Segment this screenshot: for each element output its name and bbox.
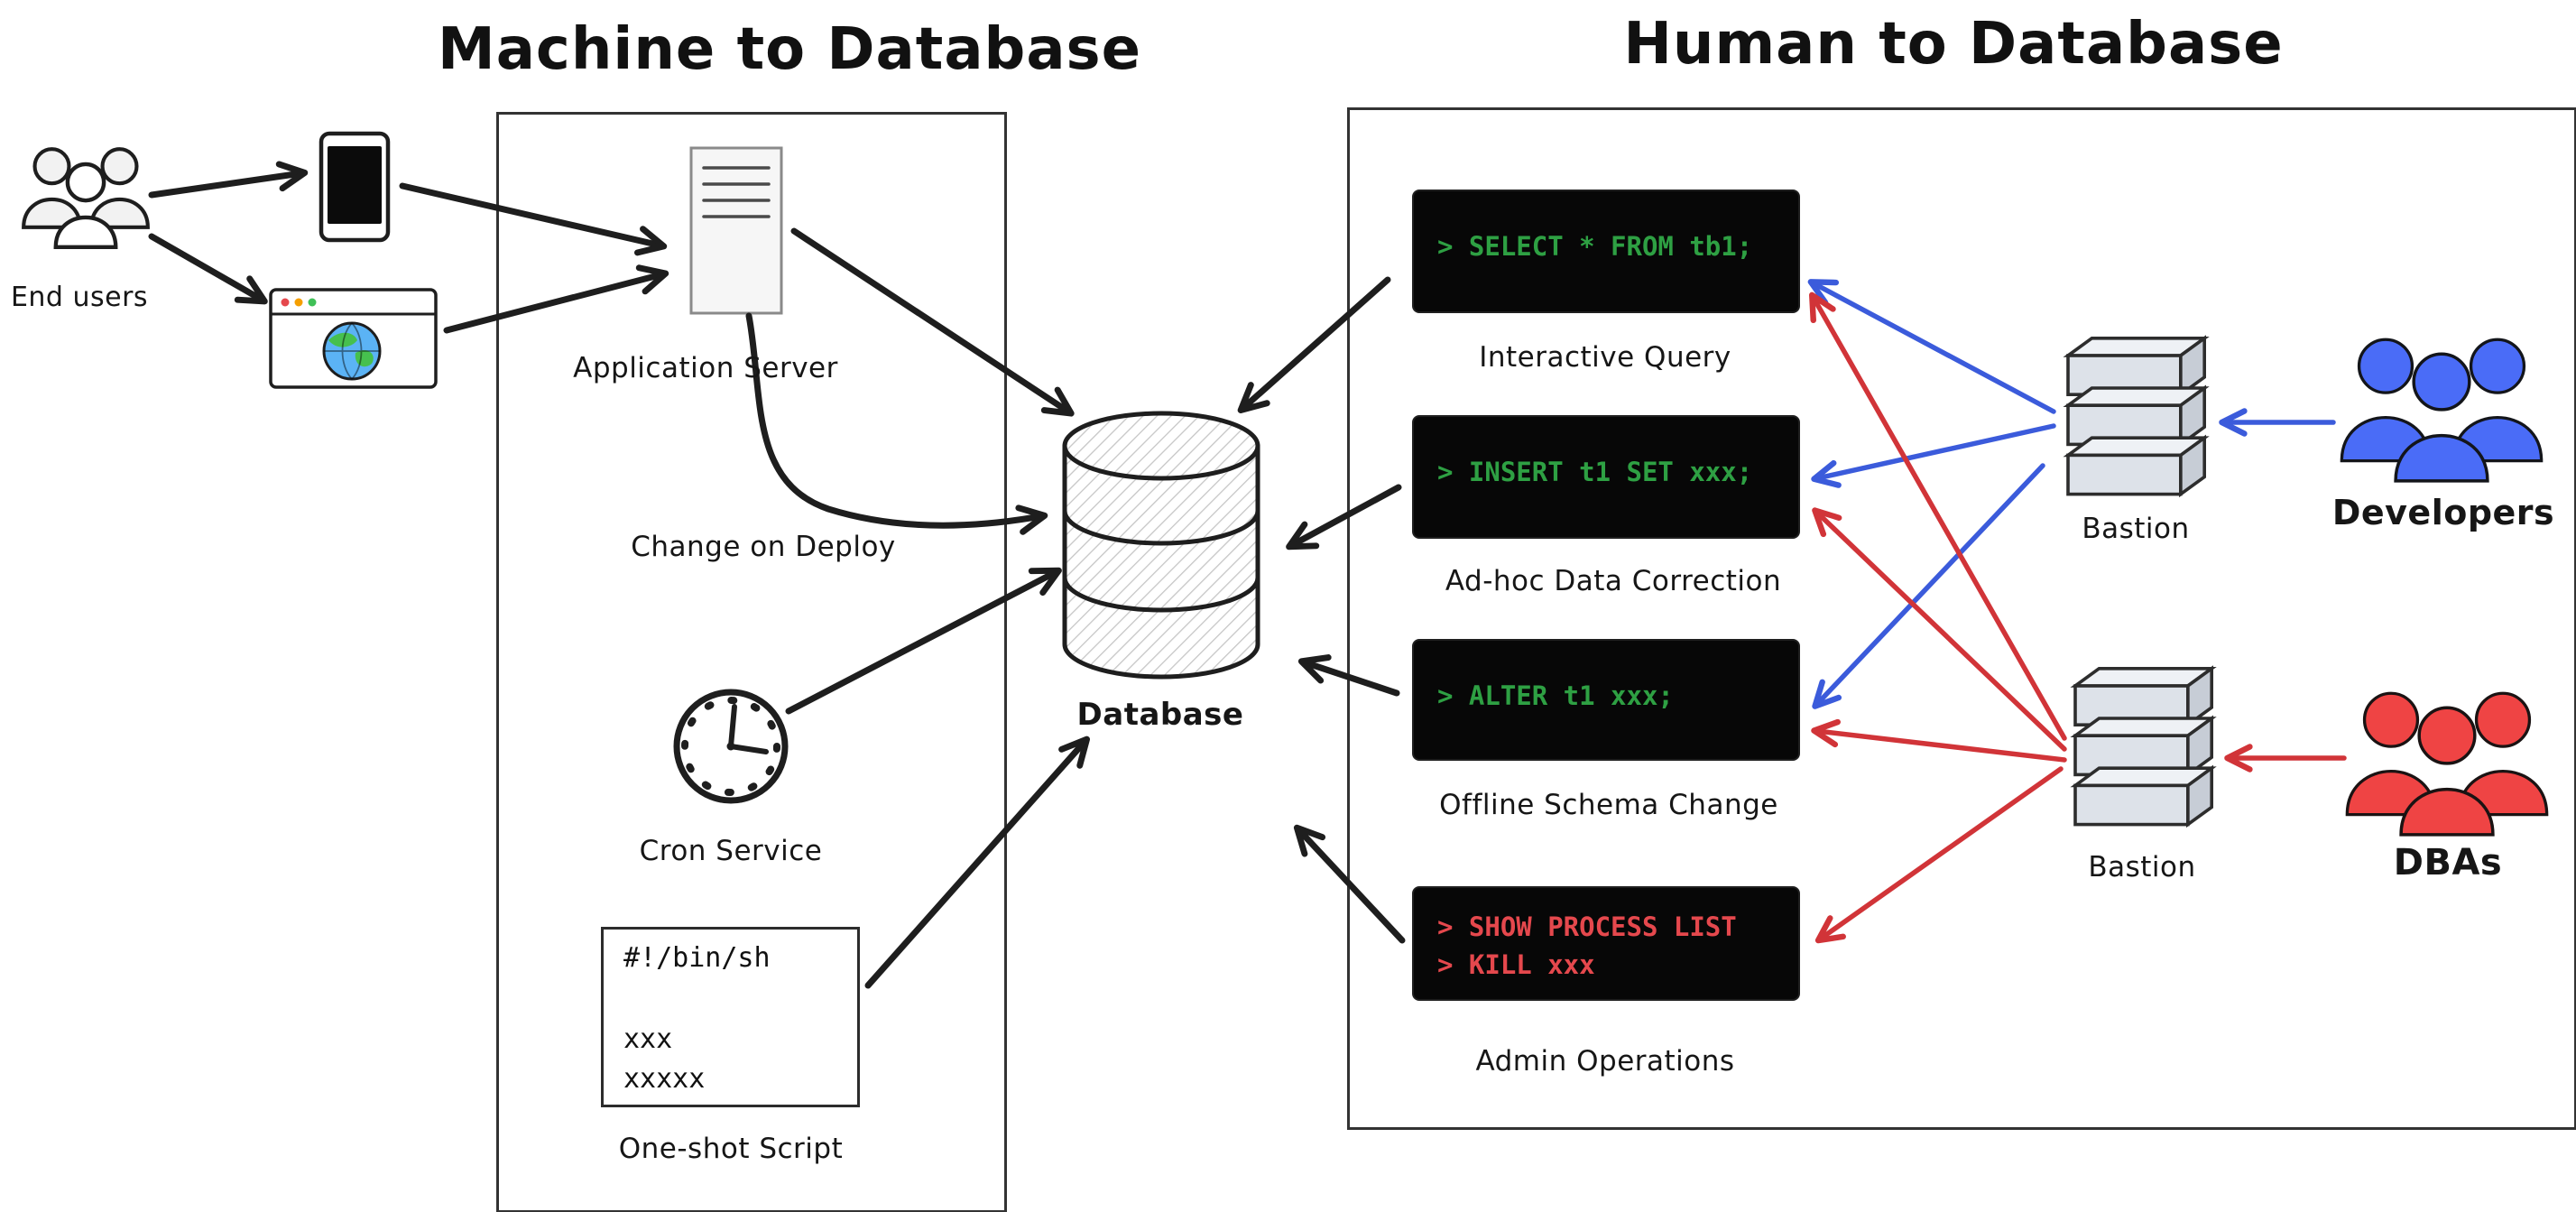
terminal-command: > SELECT * FROM tb1;: [1437, 231, 1753, 262]
server-unit: [2070, 764, 2217, 828]
arrow-appserver-to-database: [790, 227, 1075, 417]
terminal-command: > KILL xxx: [1437, 949, 1595, 980]
arrow-bastion-to-adhoc-blue: [1811, 423, 2056, 488]
server-unit: [2063, 384, 2210, 448]
clock-minute-hand: [728, 704, 737, 749]
arrow-bastion-to-admin-ops-red: [1814, 766, 2064, 944]
database-top: [1062, 411, 1260, 481]
dbas-label: DBAs: [2393, 842, 2503, 884]
arrow-bastion-to-schema-change-red: [1811, 718, 2067, 763]
arrow-schema-change-to-database: [1297, 654, 1400, 697]
cron-service-label: Cron Service: [639, 835, 823, 867]
terminal-command: > SHOW PROCESS LIST: [1437, 911, 1737, 942]
terminal-command: > INSERT t1 SET xxx;: [1437, 457, 1753, 487]
arrow-change-on-deploy-to-database: [745, 312, 1048, 535]
application-server-label: Application Server: [573, 352, 838, 384]
end-users-label: End users: [10, 282, 149, 313]
clock-center: [726, 742, 735, 751]
application-server-icon: [689, 146, 783, 315]
arrow-cron-to-database: [785, 567, 1062, 715]
arrow-admin-ops-to-database: [1293, 824, 1406, 944]
terminal-interactive-query: > SELECT * FROM tb1;: [1412, 190, 1800, 313]
one-shot-script-label: One-shot Script: [618, 1133, 844, 1165]
server-unit: [2070, 665, 2217, 728]
clock-icon: [673, 689, 789, 804]
terminal-offline-schema-change: > ALTER t1 xxx;: [1412, 639, 1800, 761]
dbas-icon: [2345, 691, 2549, 837]
script-line: xxx: [623, 1023, 673, 1055]
machine-group-frame: [496, 112, 1007, 1212]
change-on-deploy-label: Change on Deploy: [631, 531, 896, 563]
server-unit: [2070, 715, 2217, 778]
arrow-bastion-to-interactive-query-red: [1809, 291, 2067, 741]
developers-icon: [2340, 338, 2544, 483]
database-label: Database: [1076, 697, 1244, 733]
offline-schema-change-label: Offline Schema Change: [1439, 789, 1778, 821]
interactive-query-label: Interactive Query: [1479, 341, 1731, 374]
database-body: [1062, 443, 1260, 680]
arrow-bastion-to-schema-change-blue: [1812, 463, 2045, 709]
developers-label: Developers: [2331, 493, 2555, 532]
terminal-admin-operations: > SHOW PROCESS LIST > KILL xxx: [1412, 886, 1800, 1001]
terminal-adhoc-data-correction: > INSERT t1 SET xxx;: [1412, 415, 1800, 539]
arrow-script-to-database: [864, 736, 1091, 989]
bastion-top-icon: [2063, 335, 2210, 498]
human-title: Human to Database: [1623, 11, 2284, 78]
server-unit: [2063, 335, 2210, 398]
arrow-browser-to-appserver: [443, 264, 669, 334]
browser-dot-green: [308, 298, 317, 307]
bastion-bottom-label: Bastion: [2088, 851, 2196, 884]
globe-icon: [322, 321, 382, 381]
arrow-bastion-to-adhoc-red: [1812, 507, 2067, 752]
arrow-endusers-to-phone: [148, 161, 309, 199]
bastion-bottom-icon: [2070, 665, 2217, 828]
phone-screen: [328, 146, 382, 224]
end-users-icon: [23, 149, 148, 247]
clock-hour-hand: [728, 744, 769, 754]
database-ring-1: [1062, 508, 1260, 546]
admin-operations-label: Admin Operations: [1475, 1045, 1735, 1078]
arrow-interactive-query-to-database: [1237, 276, 1391, 414]
smartphone-icon: [319, 131, 391, 243]
human-group-frame: [1347, 107, 2576, 1130]
script-shebang-line: #!/bin/sh: [623, 942, 771, 974]
arrow-phone-to-appserver: [399, 182, 668, 256]
one-shot-script-box: #!/bin/sh xxx xxxxx: [601, 927, 860, 1107]
document-lines: [702, 166, 771, 218]
browser-dot-yellow: [294, 298, 303, 307]
machine-title: Machine to Database: [438, 16, 1141, 83]
database-ring-2: [1062, 575, 1260, 613]
arrow-endusers-to-browser: [148, 233, 268, 305]
arrow-adhoc-to-database: [1286, 484, 1402, 550]
adhoc-data-correction-label: Ad-hoc Data Correction: [1445, 565, 1782, 597]
server-unit: [2063, 434, 2210, 498]
script-line: xxxxx: [623, 1063, 706, 1095]
clock-ticks: [681, 697, 780, 796]
bastion-top-label: Bastion: [2082, 513, 2190, 545]
browser-dot-red: [281, 298, 290, 307]
arrow-bastion-to-interactive-query-blue: [1807, 279, 2056, 414]
browser-globe-icon: [269, 288, 438, 389]
document-page: [689, 146, 783, 315]
terminal-command: > ALTER t1 xxx;: [1437, 680, 1674, 711]
database-cylinder-icon: [1062, 411, 1260, 680]
